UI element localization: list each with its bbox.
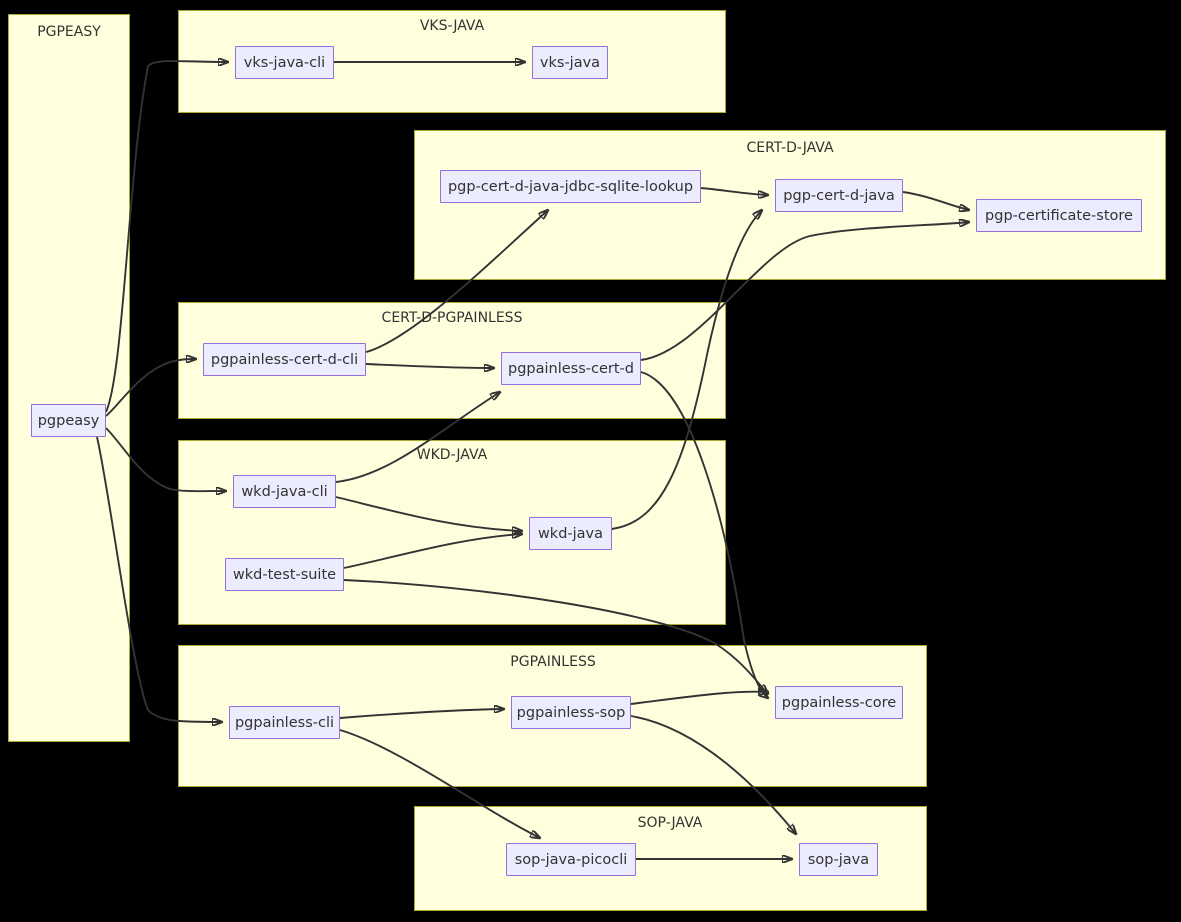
node-pgpainless-core[interactable]: pgpainless-core: [775, 686, 903, 719]
cluster-pgpeasy: [8, 14, 130, 742]
node-pgpeasy[interactable]: pgpeasy: [31, 404, 106, 437]
cluster-label-vks-java: VKS-JAVA: [419, 18, 485, 34]
node-sop-java-picocli[interactable]: sop-java-picocli: [506, 843, 636, 876]
cluster-wkd-java: [178, 440, 726, 625]
node-pgp-cert-d-java[interactable]: pgp-cert-d-java: [775, 179, 903, 212]
cluster-label-sop-java: SOP-JAVA: [637, 815, 703, 831]
cluster-label-pgpainless: PGPAINLESS: [510, 654, 596, 670]
node-pgp-certificate-store[interactable]: pgp-certificate-store: [976, 199, 1142, 232]
node-vks-java[interactable]: vks-java: [532, 46, 608, 79]
cluster-label-pgpeasy: PGPEASY: [37, 24, 101, 40]
node-wkd-java-cli[interactable]: wkd-java-cli: [233, 475, 336, 508]
node-pgpainless-cli[interactable]: pgpainless-cli: [229, 706, 340, 739]
node-pgpainless-cert-d[interactable]: pgpainless-cert-d: [501, 352, 641, 385]
node-vks-java-cli[interactable]: vks-java-cli: [235, 46, 334, 79]
node-sop-java[interactable]: sop-java: [799, 843, 878, 876]
cluster-label-cert-d-java: CERT-D-JAVA: [746, 140, 834, 156]
node-pgp-cert-d-java-jdbc-sqlite-lookup[interactable]: pgp-cert-d-java-jdbc-sqlite-lookup: [440, 170, 701, 203]
cluster-label-cert-d-pgpainless: CERT-D-PGPAINLESS: [381, 310, 523, 326]
node-wkd-java[interactable]: wkd-java: [529, 517, 612, 550]
node-wkd-test-suite[interactable]: wkd-test-suite: [225, 558, 344, 591]
node-pgpainless-sop[interactable]: pgpainless-sop: [511, 696, 631, 729]
cluster-label-wkd-java: WKD-JAVA: [416, 447, 488, 463]
node-pgpainless-cert-d-cli[interactable]: pgpainless-cert-d-cli: [203, 343, 366, 376]
